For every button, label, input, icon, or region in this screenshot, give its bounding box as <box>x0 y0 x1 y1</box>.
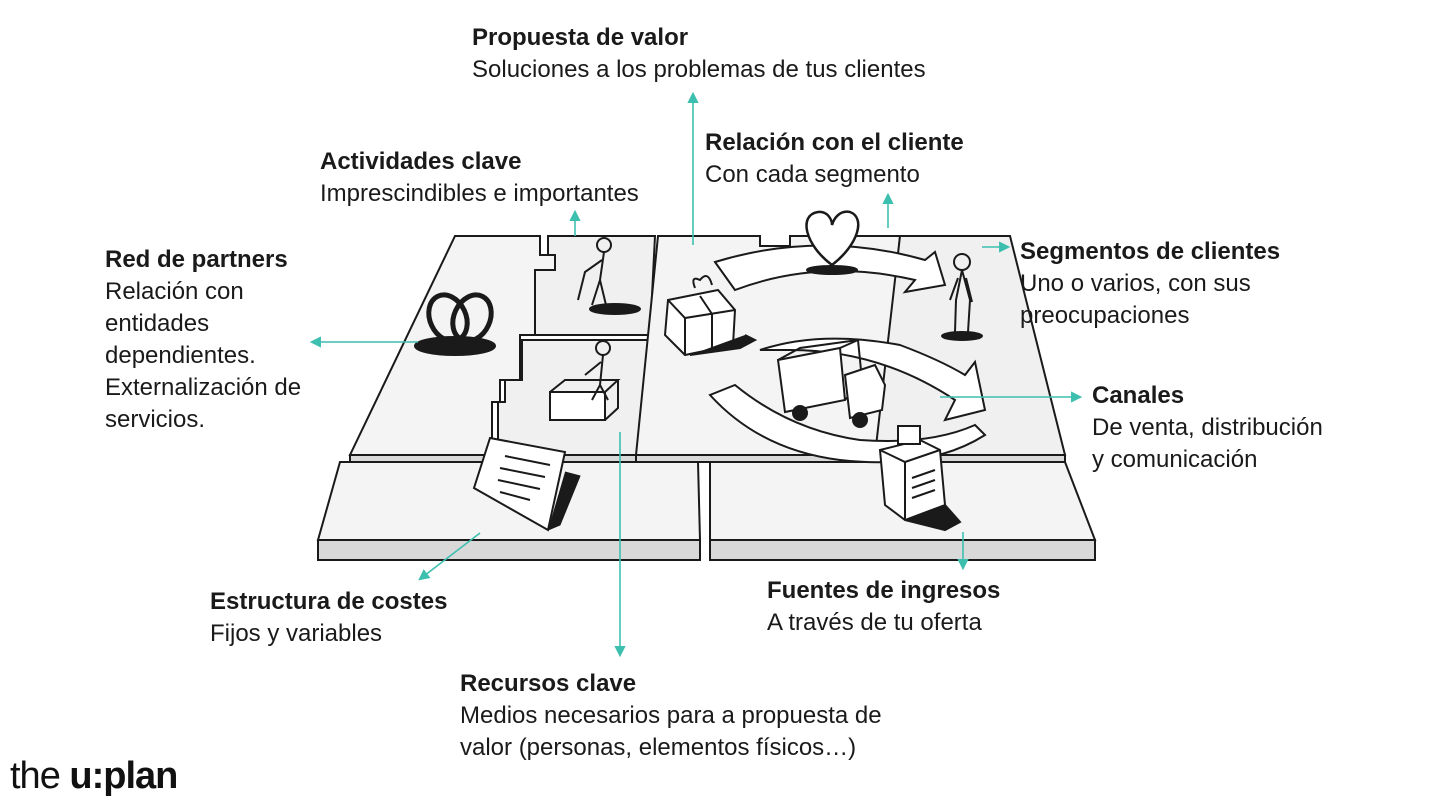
label-desc: De venta, distribución y comunicación <box>1092 414 1323 473</box>
arrow-estructura <box>418 532 481 581</box>
label-red-partners: Red de partners Relación con entidades d… <box>105 244 301 436</box>
panel-actividades <box>534 235 657 336</box>
label-desc: A través de tu oferta <box>767 609 982 636</box>
logo-brand: u:plan <box>69 755 178 797</box>
label-fuentes-ingresos: Fuentes de ingresos A través de tu ofert… <box>767 575 1000 639</box>
label-segmentos-clientes: Segmentos de clientes Uno o varios, con … <box>1020 236 1280 332</box>
label-canales: Canales De venta, distribución y comunic… <box>1092 380 1323 476</box>
label-recursos-clave: Recursos clave Medios necesarios para a … <box>460 668 882 764</box>
label-title: Red de partners <box>105 246 288 273</box>
label-title: Segmentos de clientes <box>1020 238 1281 265</box>
label-title: Fuentes de ingresos <box>767 577 1001 604</box>
person-icon <box>941 253 983 341</box>
label-desc: Con cada segmento <box>705 161 920 188</box>
label-desc: Fijos y variables <box>210 620 383 647</box>
label-title: Relación con el cliente <box>705 129 964 156</box>
label-title: Canales <box>1092 382 1185 409</box>
rings-icon <box>414 292 496 356</box>
label-estructura-costes: Estructura de costes Fijos y variables <box>210 586 447 650</box>
label-desc: Uno o varios, con sus preocupaciones <box>1020 270 1251 329</box>
uplan-logo: the u:plan <box>10 752 178 800</box>
label-desc: Medios necesarios para a propuesta de va… <box>460 702 882 761</box>
gift-icon <box>663 275 758 357</box>
label-desc: Relación con entidades dependientes. Ext… <box>105 278 302 433</box>
label-propuesta-valor: Propuesta de valor Soluciones a los prob… <box>472 22 926 86</box>
label-title: Recursos clave <box>460 670 637 697</box>
label-desc: Imprescindibles e importantes <box>320 180 639 207</box>
label-title: Estructura de costes <box>210 588 448 615</box>
label-title: Propuesta de valor <box>472 24 689 51</box>
label-actividades-clave: Actividades clave Imprescindibles e impo… <box>320 146 639 210</box>
worker-icon <box>577 237 641 315</box>
heart-icon <box>805 210 860 275</box>
logo-prefix: the <box>10 755 70 797</box>
truck-icon <box>776 339 887 428</box>
label-desc: Soluciones a los problemas de tus client… <box>472 56 926 83</box>
cash-register-icon <box>878 425 962 532</box>
pointer-arrows <box>309 91 1083 658</box>
machine-icon <box>549 340 621 421</box>
label-relacion-cliente: Relación con el cliente Con cada segment… <box>705 127 964 191</box>
contract-icon <box>472 436 581 532</box>
label-title: Actividades clave <box>320 148 522 175</box>
